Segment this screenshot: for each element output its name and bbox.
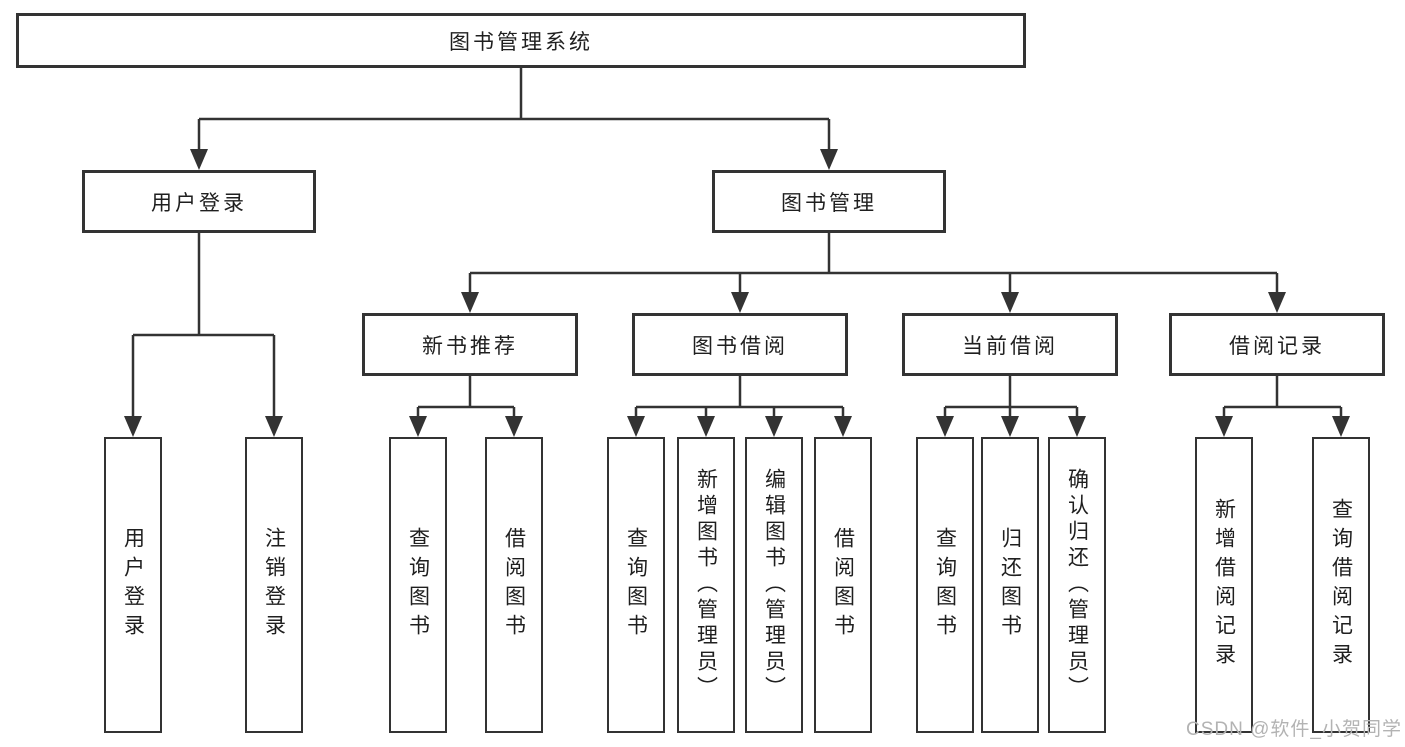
- node-label: 借阅记录: [1229, 334, 1325, 358]
- node-root: 图书管理系统: [16, 13, 1026, 68]
- node-current-borrowing: 当前借阅: [902, 313, 1118, 376]
- node-book-borrowing: 图书借阅: [632, 313, 848, 376]
- node-book-management: 图书管理: [712, 170, 946, 233]
- leaf-query-books-recommend: 查询图书: [389, 437, 447, 733]
- leaf-query-books-current: 查询图书: [916, 437, 974, 733]
- node-label: 新增图书（管理员）: [694, 468, 718, 702]
- leaf-user-login: 用户登录: [104, 437, 162, 733]
- node-label: 图书借阅: [692, 334, 788, 358]
- node-label: 编辑图书（管理员）: [762, 468, 786, 702]
- node-label: 查询借阅记录: [1329, 498, 1353, 672]
- node-label: 借阅图书: [831, 527, 855, 643]
- leaf-borrow-books: 借阅图书: [814, 437, 872, 733]
- csdn-watermark: CSDN @软件_小贺同学: [1186, 719, 1402, 740]
- leaf-edit-book-admin: 编辑图书（管理员）: [745, 437, 803, 733]
- node-new-book-recommendation: 新书推荐: [362, 313, 578, 376]
- node-label: 当前借阅: [962, 334, 1058, 358]
- node-user-login: 用户登录: [82, 170, 316, 233]
- leaf-return-books: 归还图书: [981, 437, 1039, 733]
- node-label: 注销登录: [262, 527, 286, 643]
- node-label: 新书推荐: [422, 334, 518, 358]
- node-label: 归还图书: [998, 527, 1022, 643]
- leaf-add-borrow-record: 新增借阅记录: [1195, 437, 1253, 733]
- leaf-query-borrow-record: 查询借阅记录: [1312, 437, 1370, 733]
- leaf-logout: 注销登录: [245, 437, 303, 733]
- node-borrowing-records: 借阅记录: [1169, 313, 1385, 376]
- leaf-confirm-return-admin: 确认归还（管理员）: [1048, 437, 1106, 733]
- leaf-query-books-borrow: 查询图书: [607, 437, 665, 733]
- node-label: 确认归还（管理员）: [1065, 468, 1089, 702]
- node-label: 图书管理: [781, 191, 877, 215]
- node-label: 查询图书: [933, 527, 957, 643]
- node-label: 借阅图书: [502, 527, 526, 643]
- node-label: 用户登录: [121, 527, 145, 643]
- node-label: 新增借阅记录: [1212, 498, 1236, 672]
- node-label: 用户登录: [151, 191, 247, 215]
- leaf-borrow-books-recommend: 借阅图书: [485, 437, 543, 733]
- node-label: 图书管理系统: [449, 30, 593, 54]
- node-label: 查询图书: [406, 527, 430, 643]
- leaf-add-book-admin: 新增图书（管理员）: [677, 437, 735, 733]
- node-label: 查询图书: [624, 527, 648, 643]
